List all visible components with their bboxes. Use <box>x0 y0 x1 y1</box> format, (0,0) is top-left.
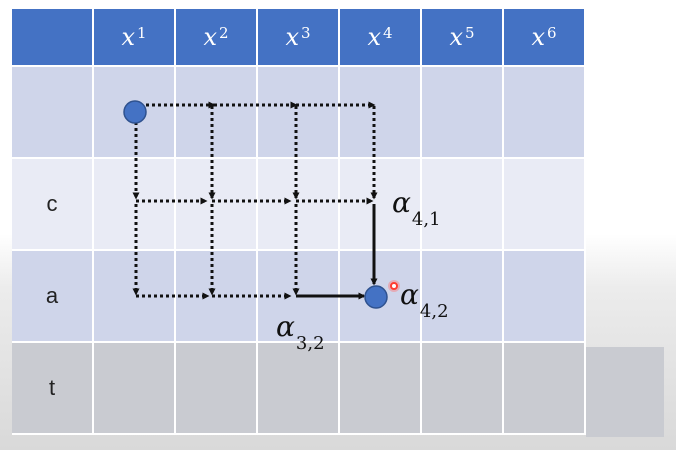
header-corner <box>12 9 94 67</box>
dotted-vertical-arrows <box>132 106 378 296</box>
table-cell <box>176 67 258 159</box>
table-cell <box>504 251 586 343</box>
cursor-dot <box>390 282 398 290</box>
table-cell <box>340 159 422 251</box>
table-cell <box>258 159 340 251</box>
row-label-blank <box>12 67 94 159</box>
table-cell <box>504 159 586 251</box>
table-cell <box>258 343 340 435</box>
table-cell <box>94 343 176 435</box>
solid-arrows <box>296 204 378 300</box>
table-cell <box>422 343 504 435</box>
label-alpha-4-1: α4,1 <box>392 186 441 230</box>
start-node <box>123 100 147 124</box>
table-cell <box>504 343 586 435</box>
row-label-a: a <box>12 251 94 343</box>
table-cell <box>422 251 504 343</box>
row-t-extension <box>586 347 664 437</box>
table-cell <box>258 67 340 159</box>
table-cell <box>422 67 504 159</box>
dotted-horizontal-arrows <box>136 101 376 300</box>
table-cell <box>504 67 586 159</box>
row-label-t: t <box>12 343 94 435</box>
table-cell <box>340 343 422 435</box>
table-cell <box>340 67 422 159</box>
label-alpha-4-2: α4,2 <box>400 278 449 322</box>
table-cell <box>422 159 504 251</box>
table-cell <box>176 159 258 251</box>
label-alpha-3-2: α3,2 <box>276 310 325 354</box>
table-cell <box>176 343 258 435</box>
end-node <box>364 285 388 309</box>
row-label-c: c <box>12 159 94 251</box>
